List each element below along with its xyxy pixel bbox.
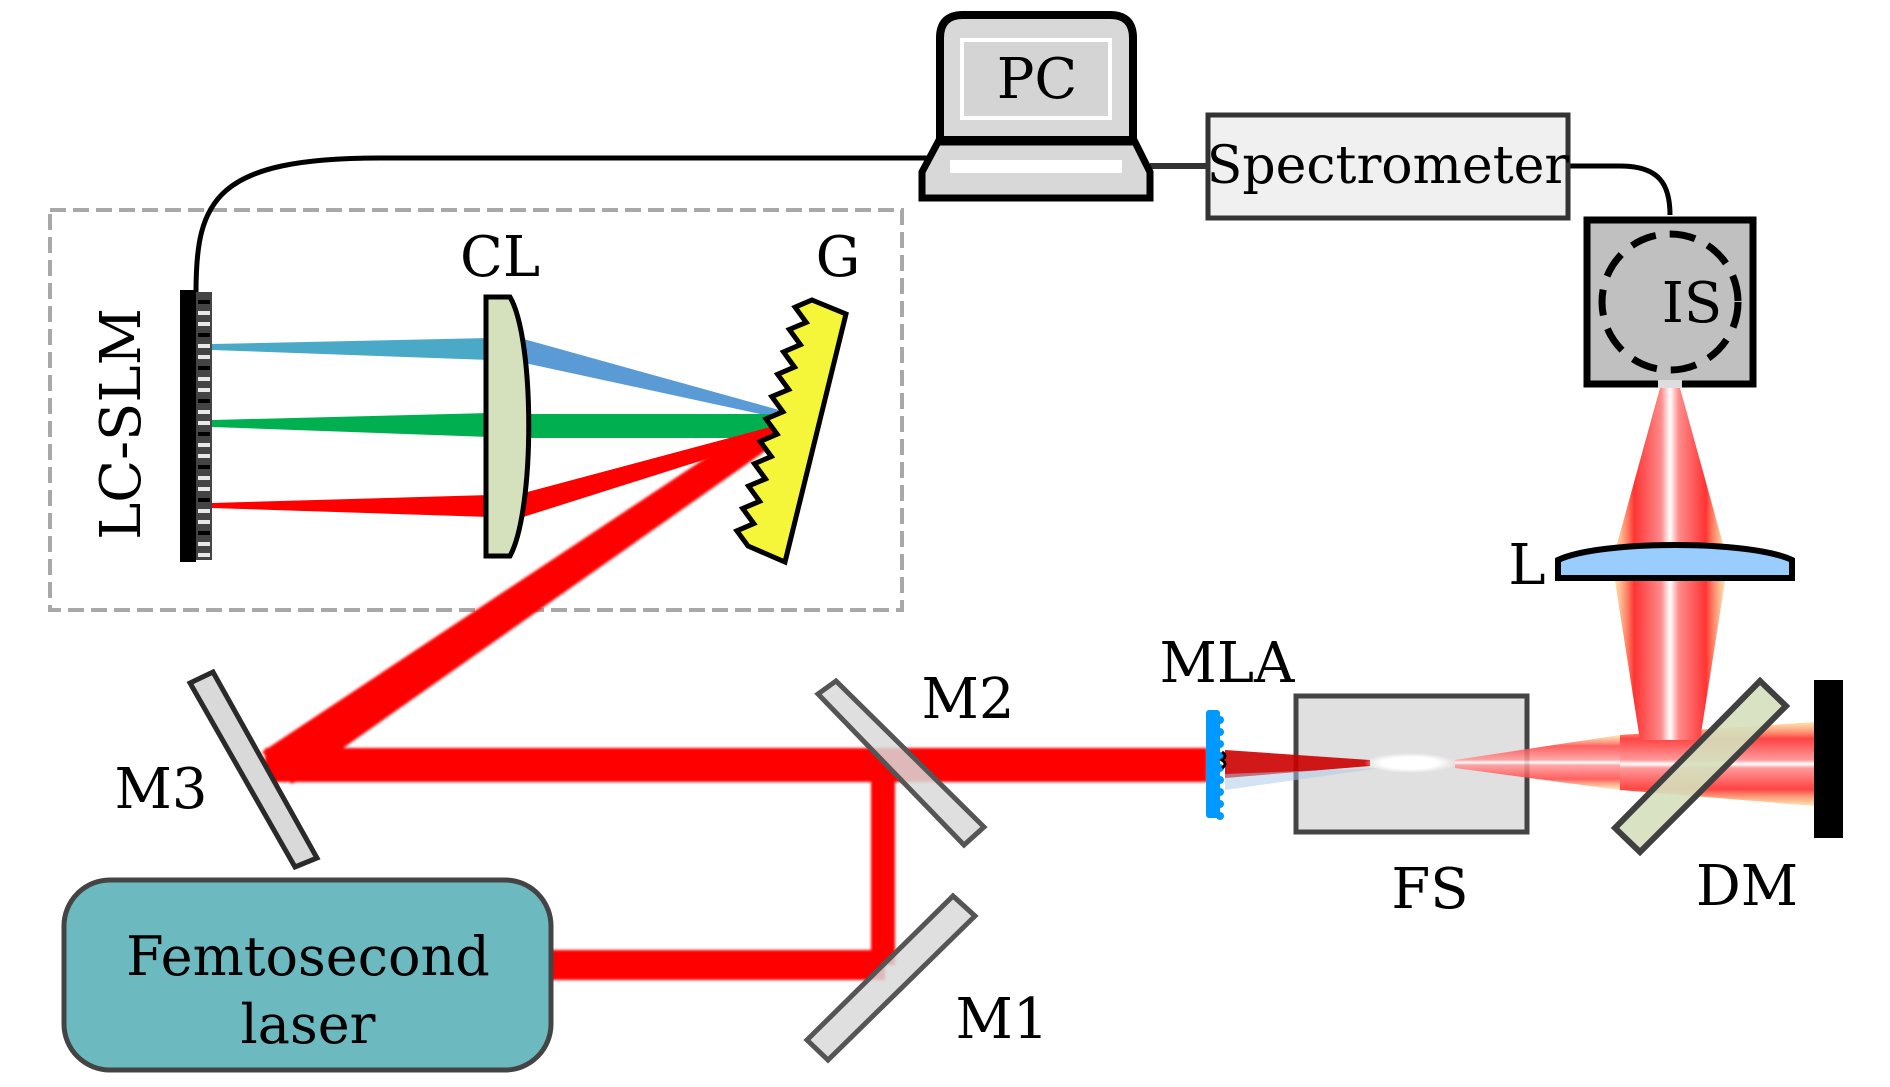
beam-lens-to-is [1614, 388, 1726, 555]
laser-label-line1: Femtosecond [126, 925, 490, 988]
spectrometer-is-cable [1568, 163, 1673, 216]
focused-beam [1225, 735, 1620, 790]
beam-block [1814, 680, 1843, 838]
microlens [1216, 800, 1224, 808]
microlens [1216, 728, 1224, 736]
slm-pixel [198, 498, 210, 502]
pulse-shaper-enclosure [48, 208, 904, 612]
beam-blue-cl-g [520, 338, 790, 420]
lens-label: L [1508, 533, 1545, 598]
lc-slm-label: LC-SLM [89, 308, 154, 540]
beam-m2-to-mla [895, 748, 1207, 782]
slm-pixel [198, 421, 210, 425]
slm-pixel [198, 454, 210, 458]
microlens [1216, 776, 1224, 784]
integrating-sphere [1583, 216, 1757, 388]
beam-laser-to-m1 [550, 950, 885, 980]
slm-pixel [198, 531, 210, 535]
mla-label: MLA [1160, 631, 1296, 696]
slm-pixel [198, 509, 210, 513]
slm-pixel [198, 300, 210, 304]
is-label: IS [1662, 271, 1722, 336]
beam-m2-to-m3 [265, 748, 895, 782]
pc-laptop [918, 11, 1154, 202]
slm-pc-cable [193, 155, 940, 293]
slm-pixel [198, 355, 210, 359]
slm-pixel [198, 377, 210, 381]
slm-pixel [198, 311, 210, 315]
beam-green-slm-cl [212, 413, 490, 437]
slm-pixel [198, 322, 210, 326]
mirror-m1 [803, 892, 979, 1064]
beam-m1-to-m2 [871, 765, 895, 965]
fs-label: FS [1391, 857, 1468, 922]
microlens-array [1206, 710, 1227, 820]
spectrometer-label: Spectrometer [1207, 136, 1570, 196]
slm-pixel [198, 388, 210, 392]
beam-green-cl-g [520, 414, 786, 438]
slm-pixel [198, 465, 210, 469]
slm-pixel-stripes [198, 300, 210, 557]
slm-pixel [198, 487, 210, 491]
focusing-lens [1555, 542, 1795, 581]
dm-label: DM [1696, 854, 1798, 919]
cl-label: CL [460, 225, 540, 290]
slm-pixel [198, 432, 210, 436]
mirror-m2 [814, 677, 988, 849]
slm-pixel [198, 476, 210, 480]
beam-dm-to-lens [1614, 575, 1726, 740]
filament [1364, 753, 1456, 773]
slm-pixel [198, 399, 210, 403]
microlens [1216, 716, 1224, 724]
spectrometer [1205, 112, 1571, 221]
slm-pixel [198, 410, 210, 414]
slm-pixel [198, 443, 210, 447]
slm-pixel [198, 553, 210, 557]
slm-pixel [198, 344, 210, 348]
femtosecond-laser [61, 877, 554, 1073]
slm-pixel [198, 520, 210, 524]
laser-label-line2: laser [241, 993, 376, 1056]
microlens [1216, 764, 1224, 772]
dichroic-mirror [1610, 676, 1791, 857]
slm-pixel [198, 333, 210, 337]
microlens [1216, 740, 1224, 748]
microlens [1216, 812, 1224, 820]
m3-label: M3 [115, 757, 208, 822]
beam-blue-slm-cl [212, 338, 490, 360]
microlens [1216, 752, 1224, 760]
microlens [1216, 788, 1224, 796]
lc-slm [180, 290, 212, 562]
beam-red-cl-g [520, 425, 782, 518]
mirror-m3 [186, 668, 321, 871]
pc-label: PC [997, 47, 1078, 112]
m2-label: M2 [922, 667, 1015, 732]
grating-label: G [816, 225, 861, 290]
slm-pixel [198, 542, 210, 546]
cylindrical-lens [483, 294, 532, 559]
m1-label: M1 [956, 987, 1049, 1052]
beam-m3-to-grating [262, 412, 795, 784]
grating [733, 297, 849, 566]
laser-beam-path [262, 412, 1207, 980]
slm-pixel [198, 366, 210, 370]
beam-red-slm-cl [212, 495, 490, 517]
